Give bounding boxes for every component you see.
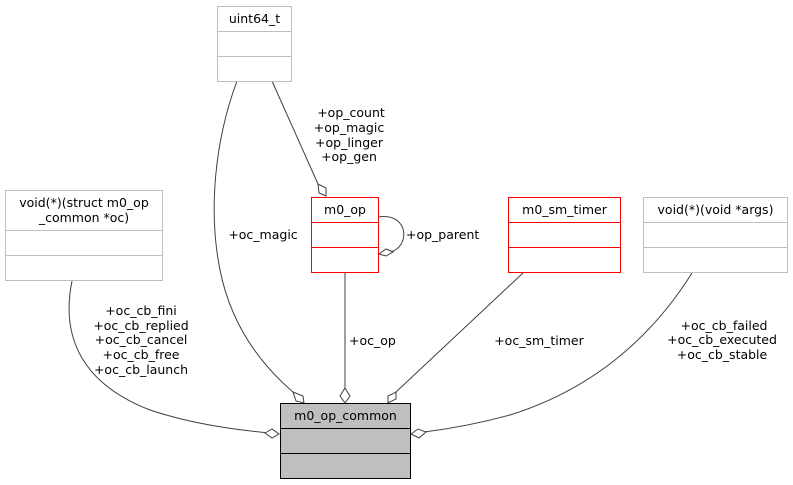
edge-label-voidcb-to-common: +oc_cb_fini +oc_cb_replied +oc_cb_cancel… (93, 303, 188, 377)
node-title: _common *oc) (38, 210, 129, 225)
edge-label: +oc_magic (228, 227, 297, 242)
edge-voidcb-to-common (68, 280, 269, 434)
node-m0-sm-timer[interactable]: m0_sm_timer (508, 197, 621, 273)
node-title: m0_sm_timer (522, 202, 608, 217)
node-m0-op-common[interactable]: m0_op_common (280, 403, 411, 479)
node-title: uint64_t (229, 11, 280, 26)
node-title: m0_op_common (294, 408, 397, 423)
node-uint64[interactable]: uint64_t (217, 6, 292, 82)
edge-uint64-to-m0op (271, 80, 319, 185)
edge-label: +op_magic (314, 120, 385, 135)
node-void-cb-oc[interactable]: void(*)(struct m0_op _common *oc) (5, 190, 163, 281)
node-void-args[interactable]: void(*)(void *args) (643, 197, 788, 273)
node-title: void(*)(struct m0_op (19, 195, 149, 210)
edge-label: +oc_cb_fini (105, 303, 177, 318)
edge-label-voidargs-to-common: +oc_cb_failed +oc_cb_executed +oc_cb_sta… (667, 318, 777, 362)
aggregation-diamond (292, 391, 305, 404)
aggregation-diamond (387, 391, 397, 404)
edge-timer-to-common (395, 272, 524, 393)
edge-label: +oc_cb_cancel (95, 332, 188, 347)
aggregation-diamond (264, 428, 280, 439)
edge-label: +oc_cb_failed (681, 318, 768, 333)
edge-label: +oc_cb_stable (677, 347, 768, 362)
edge-label: +oc_op (349, 333, 396, 348)
aggregation-diamond (377, 248, 395, 257)
edge-uint64-to-common (213, 80, 294, 393)
aggregation-diamond (410, 428, 427, 439)
node-title: m0_op (324, 202, 366, 217)
edge-label: +op_parent (406, 227, 479, 242)
edge-label: +op_gen (321, 149, 377, 164)
edge-m0op-self (377, 216, 405, 253)
edge-label: +oc_sm_timer (494, 333, 584, 348)
edge-label: +oc_cb_free (103, 347, 180, 362)
node-title: void(*)(void *args) (658, 202, 774, 217)
aggregation-diamond (317, 183, 327, 197)
edge-label: +oc_cb_launch (94, 362, 188, 377)
edge-label: +op_count (317, 105, 385, 120)
edge-label-uint64-to-m0op: +op_count +op_magic +op_linger +op_gen (314, 105, 385, 164)
edge-label: +oc_cb_replied (93, 318, 188, 333)
edge-voidargs-to-common (423, 272, 693, 433)
node-m0-op[interactable]: m0_op (311, 197, 379, 273)
edge-label: +op_linger (315, 135, 384, 150)
edge-label: +oc_cb_executed (667, 332, 777, 347)
aggregation-diamond (339, 387, 351, 404)
